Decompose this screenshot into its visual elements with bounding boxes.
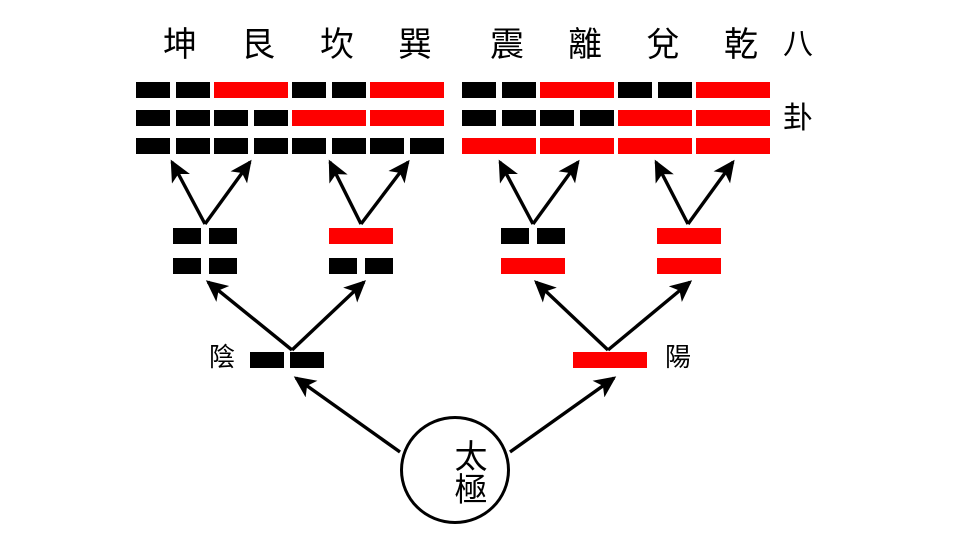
trigram-name-6: 兌 xyxy=(646,25,680,65)
bigram-0-line-0-left xyxy=(173,228,201,244)
arrow-bigram-1-to-trigram-3 xyxy=(359,159,410,226)
trigram-1-line-2-right xyxy=(254,138,288,154)
trigram-4-line-0-right xyxy=(502,82,536,98)
arrow-bigram-0-to-trigram-0 xyxy=(170,159,207,225)
trigram-2-line-1 xyxy=(292,110,366,126)
trigram-6-line-1 xyxy=(618,110,692,126)
arrow-bigram-2-to-trigram-4 xyxy=(498,159,535,225)
yang-label: 陽 xyxy=(664,343,691,373)
trigram-6-line-2 xyxy=(618,138,692,154)
trigram-name-0: 坤 xyxy=(163,25,197,65)
trigram-1-line-1-left xyxy=(214,110,248,126)
trigram-5-line-1-left xyxy=(540,110,574,126)
arrow-bigram-0-to-trigram-1 xyxy=(203,159,252,225)
arrow-yang-to-bigram-3 xyxy=(606,280,693,352)
bigram-1-line-1-left xyxy=(329,258,357,274)
trigram-0-line-1-left xyxy=(136,110,170,126)
trigram-1-line-2-left xyxy=(214,138,248,154)
trigram-name-3: 巽 xyxy=(398,25,432,65)
bigram-0-line-1-left xyxy=(173,258,201,274)
trigram-0-line-0-left xyxy=(136,82,170,98)
trigram-3-line-1 xyxy=(370,110,444,126)
bigram-0-line-0-right xyxy=(209,228,237,244)
bigram-1-line-1-right xyxy=(365,258,393,274)
trigram-5-line-1-right xyxy=(580,110,614,126)
yin-line-right xyxy=(290,352,324,368)
arrow-yang-to-bigram-2 xyxy=(534,280,610,352)
trigram-2-line-0-right xyxy=(332,82,366,98)
trigram-3-line-0 xyxy=(370,82,444,98)
trigram-name-4: 震 xyxy=(490,25,524,65)
arrow-yin-to-bigram-0 xyxy=(205,280,294,352)
bigram-1-line-0 xyxy=(329,228,393,244)
bigram-2-line-0-right xyxy=(537,228,565,244)
yang-line xyxy=(573,352,647,368)
taiji-label: 太極 xyxy=(449,439,488,505)
trigram-4-line-0-left xyxy=(462,82,496,98)
trigram-0-line-2-right xyxy=(176,138,210,154)
trigram-2-line-0-left xyxy=(292,82,326,98)
arrow-bigram-1-to-trigram-2 xyxy=(328,159,363,225)
trigram-2-line-2-left xyxy=(292,138,326,154)
trigram-1-line-0 xyxy=(214,82,288,98)
trigram-name-5: 離 xyxy=(568,25,602,65)
bigram-3-line-1 xyxy=(657,258,721,274)
trigram-7-line-0 xyxy=(696,82,770,98)
arrow-yin-to-bigram-1 xyxy=(290,280,366,352)
yin-label: 陰 xyxy=(208,343,235,373)
trigram-name-7: 乾 xyxy=(724,25,758,65)
trigram-0-line-2-left xyxy=(136,138,170,154)
trigram-name-2: 坎 xyxy=(320,25,354,65)
arrow-bigram-2-to-trigram-5 xyxy=(531,159,580,225)
title-char-ba: 八 xyxy=(783,27,813,62)
trigram-0-line-1-right xyxy=(176,110,210,126)
bigram-2-line-1 xyxy=(501,258,565,274)
trigram-name-1: 艮 xyxy=(241,25,275,65)
trigram-4-line-2 xyxy=(462,138,536,154)
yin-line-left xyxy=(250,352,284,368)
trigram-7-line-2 xyxy=(696,138,770,154)
bigram-0-line-1-right xyxy=(209,258,237,274)
trigram-4-line-1-left xyxy=(462,110,496,126)
trigram-6-line-0-left xyxy=(618,82,652,98)
trigram-3-line-2-left xyxy=(370,138,404,154)
trigram-4-line-1-right xyxy=(502,110,536,126)
arrow-taiji-to-yang xyxy=(509,376,617,454)
arrow-bigram-3-to-trigram-7 xyxy=(686,159,735,225)
trigram-6-line-0-right xyxy=(658,82,692,98)
arrow-taiji-to-yin xyxy=(293,376,401,454)
title-char-gua: 卦 xyxy=(783,101,813,136)
bigram-3-line-0 xyxy=(657,228,721,244)
arrow-bigram-3-to-trigram-6 xyxy=(654,159,690,225)
trigram-2-line-2-right xyxy=(332,138,366,154)
trigram-3-line-2-right xyxy=(410,138,444,154)
trigram-7-line-1 xyxy=(696,110,770,126)
trigram-5-line-0 xyxy=(540,82,614,98)
trigram-0-line-0-right xyxy=(176,82,210,98)
trigram-5-line-2 xyxy=(540,138,614,154)
bigram-2-line-0-left xyxy=(501,228,529,244)
trigram-1-line-1-right xyxy=(254,110,288,126)
taiji-circle xyxy=(400,416,510,524)
